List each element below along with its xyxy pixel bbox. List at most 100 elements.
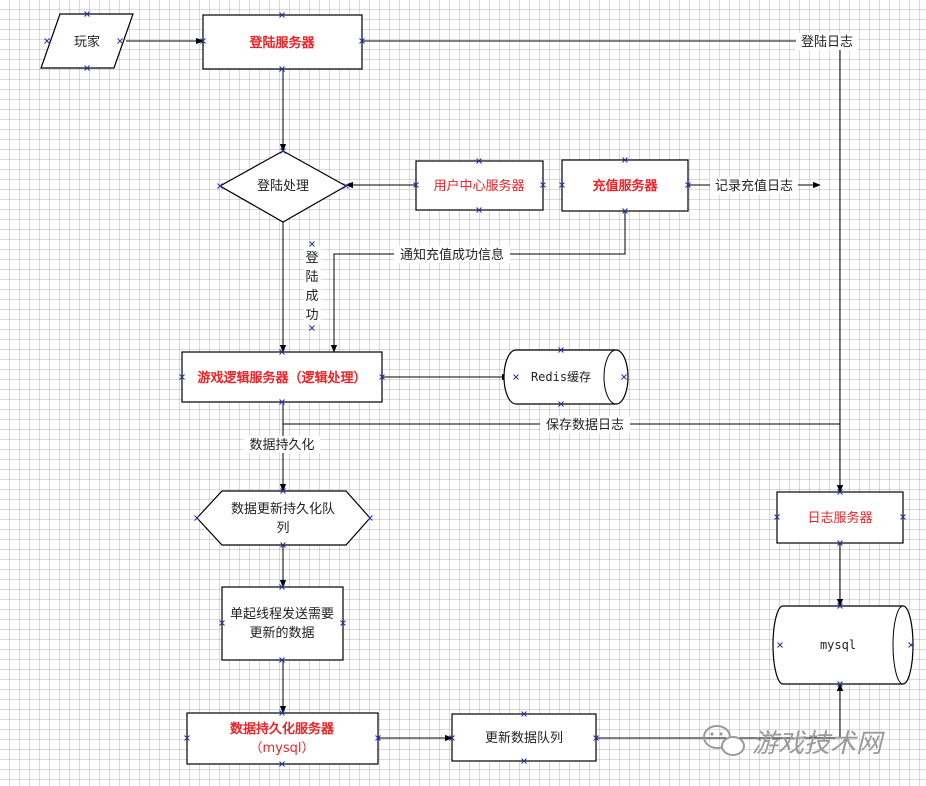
port-marker: [279, 349, 285, 355]
port-marker: [343, 183, 349, 189]
edge-label-save-data-log: 保存数据日志: [540, 416, 630, 433]
port-marker: [837, 603, 843, 609]
port-marker: [179, 374, 185, 380]
port-marker: [279, 657, 285, 663]
port-marker: [309, 241, 315, 247]
node-recharge-server-label: 充值服务器: [592, 178, 658, 194]
edge-update-to-mysql: [596, 683, 844, 739]
port-marker: [622, 157, 628, 163]
node-redis-cache[interactable]: Redis缓存: [503, 349, 629, 405]
port-marker: [44, 38, 50, 44]
port-marker: [280, 148, 286, 154]
edge-label-login-log: 登陆日志: [796, 33, 858, 50]
port-marker: [84, 11, 90, 17]
node-game-logic-server[interactable]: 游戏逻辑服务器（逻辑处理）: [181, 351, 383, 403]
port-marker: [540, 182, 546, 188]
port-marker: [279, 761, 285, 767]
port-marker: [513, 374, 519, 380]
svg-text:数据持久化: 数据持久化: [249, 438, 314, 453]
edge-label-persist-data: 数据持久化: [244, 436, 320, 453]
node-login-process[interactable]: 登陆处理: [218, 150, 348, 223]
port-marker: [309, 325, 315, 331]
node-persist-server-label-1: 数据持久化服务器: [230, 721, 335, 737]
port-marker: [279, 12, 285, 18]
svg-text:功: 功: [305, 308, 318, 323]
svg-text:陆: 陆: [305, 269, 318, 285]
port-marker: [558, 401, 564, 407]
svg-text:通知充值成功信息: 通知充值成功信息: [400, 247, 504, 263]
node-player[interactable]: 玩家: [40, 13, 134, 69]
node-game-logic-server-label: 游戏逻辑服务器（逻辑处理）: [197, 370, 366, 386]
port-marker: [593, 735, 599, 741]
svg-text:成: 成: [305, 289, 318, 304]
node-persist-server[interactable]: 数据持久化服务器 （mysql）: [186, 712, 379, 765]
edge-label-recharge-log: 记录充值日志: [710, 177, 798, 194]
node-login-server-label: 登陆服务器: [248, 35, 315, 51]
port-marker: [280, 542, 286, 548]
node-mysql[interactable]: mysql: [772, 605, 914, 685]
watermark: 游戏技术网: [703, 725, 885, 759]
port-marker: [476, 207, 482, 213]
port-marker: [900, 514, 906, 520]
port-marker: [622, 208, 628, 214]
port-marker: [367, 515, 373, 521]
node-log-server[interactable]: 日志服务器: [776, 491, 904, 544]
port-marker: [279, 710, 285, 716]
port-marker: [340, 620, 346, 626]
port-marker: [279, 66, 285, 72]
svg-text:保存数据日志: 保存数据日志: [546, 418, 624, 433]
port-marker: [117, 38, 123, 44]
node-mysql-label: mysql: [820, 638, 856, 652]
port-marker: [521, 711, 527, 717]
port-marker: [621, 374, 627, 380]
node-send-thread[interactable]: 单起线程发送需要 更新的数据: [221, 586, 344, 661]
port-marker: [219, 620, 225, 626]
port-marker: [84, 65, 90, 71]
port-marker: [837, 489, 843, 495]
port-marker: [279, 584, 285, 590]
node-user-center[interactable]: 用户中心服务器: [415, 160, 544, 211]
node-player-label: 玩家: [74, 34, 100, 50]
port-marker: [777, 642, 783, 648]
node-recharge-server[interactable]: 充值服务器: [561, 159, 689, 212]
svg-text:登陆日志: 登陆日志: [801, 34, 853, 50]
port-marker: [521, 758, 527, 764]
connection-ports: [44, 11, 914, 767]
svg-text:记录充值日志: 记录充值日志: [715, 178, 793, 194]
port-marker: [837, 681, 843, 687]
edge-label-login-success: 登 陆 成 功: [304, 246, 321, 324]
port-marker: [908, 642, 914, 648]
node-user-center-label: 用户中心服务器: [433, 178, 524, 194]
port-marker: [558, 347, 564, 353]
node-login-server[interactable]: 登陆服务器: [202, 14, 363, 70]
watermark-text: 游戏技术网: [752, 729, 885, 759]
edge-label-notify-recharge: 通知充值成功信息: [394, 246, 510, 263]
node-persist-queue[interactable]: 数据更新持久化队 列: [196, 490, 371, 546]
port-marker: [200, 38, 206, 44]
port-marker: [375, 735, 381, 741]
node-login-process-label: 登陆处理: [257, 178, 309, 194]
port-marker: [559, 182, 565, 188]
node-update-queue[interactable]: 更新数据队列: [451, 713, 597, 762]
port-marker: [685, 182, 691, 188]
node-persist-queue-label-1: 数据更新持久化队: [231, 501, 335, 517]
port-marker: [449, 735, 455, 741]
port-marker: [837, 540, 843, 546]
node-log-server-label: 日志服务器: [807, 510, 872, 526]
port-marker: [217, 183, 223, 189]
port-marker: [476, 158, 482, 164]
port-marker: [279, 399, 285, 405]
port-marker: [359, 38, 365, 44]
port-marker: [184, 735, 190, 741]
node-send-thread-label-1: 单起线程发送需要: [230, 606, 334, 622]
svg-text:登: 登: [305, 251, 318, 266]
node-persist-queue-label-2: 列: [276, 521, 289, 536]
wechat-icon: [703, 725, 745, 756]
port-marker: [413, 182, 419, 188]
node-send-thread-label-2: 更新的数据: [249, 625, 314, 641]
node-redis-cache-label: Redis缓存: [531, 370, 591, 384]
port-marker: [379, 374, 385, 380]
port-marker: [280, 488, 286, 494]
port-marker: [774, 514, 780, 520]
